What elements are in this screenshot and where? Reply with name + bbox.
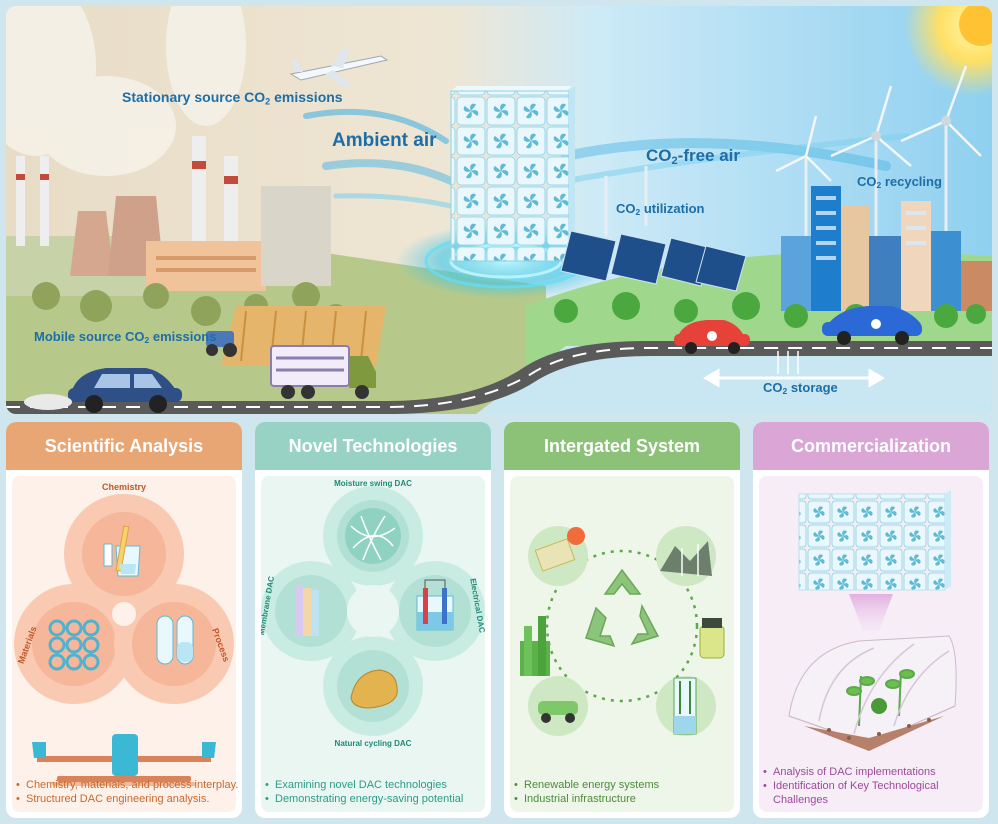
label-co2-recycling: CO2 recycling: [857, 174, 942, 191]
panel-title: Commercialization: [753, 422, 989, 470]
list-item: •Demonstrating energy-saving potential: [265, 793, 464, 805]
label-co2-free-air: CO2-free air: [646, 146, 741, 167]
panel-integrated-system: Intergated System: [504, 422, 740, 818]
list-item: •Chemistry, materials, and process inter…: [16, 779, 239, 791]
panel-body: [510, 476, 734, 812]
label-mobile-emissions: Mobile source CO2 emissions: [34, 329, 217, 346]
panel-novel-technologies: Novel Technologies Moisture swing DAC Me…: [255, 422, 491, 818]
novel-technologies-diagram: Moisture swing DAC Membrane DAC Electric…: [257, 479, 487, 748]
panel-commercialization: Commercialization: [753, 422, 989, 818]
panel-title: Intergated System: [504, 422, 740, 470]
list-item: •Examining novel DAC technologies: [265, 779, 447, 791]
scientific-analysis-diagram: Chemistry Materials Process: [14, 482, 234, 786]
label-co2-storage: CO2 storage: [763, 380, 838, 397]
diagram-label-natural-cycling: Natural cycling DAC: [335, 739, 412, 748]
integrated-system-diagram: [520, 526, 725, 736]
diagram-label-chemistry: Chemistry: [102, 482, 146, 492]
label-co2-utilization: CO2 utilization: [616, 201, 705, 218]
label-stationary-emissions: Stationary source CO2 emissions: [122, 89, 343, 107]
bullet-list: •Renewable energy systems •Industrial in…: [504, 778, 740, 806]
label-ambient-air: Ambient air: [332, 130, 437, 151]
list-item: •Renewable energy systems: [514, 779, 660, 791]
list-item: •Structured DAC engineering analysis.: [16, 793, 210, 805]
panel-scientific-analysis: Scientific Analysis: [6, 422, 242, 818]
diagram-label-moisture-swing: Moisture swing DAC: [334, 479, 412, 488]
commercialization-diagram: [788, 490, 957, 751]
bullet-list: •Analysis of DAC implementations •Identi…: [753, 765, 989, 807]
bullet-list: •Chemistry, materials, and process inter…: [6, 778, 242, 806]
list-item: •Analysis of DAC implementations: [763, 766, 936, 778]
panel-body: Moisture swing DAC Membrane DAC Electric…: [257, 476, 487, 812]
dac-scene: Stationary source CO2 emissions Ambient …: [6, 6, 992, 414]
panel-body: [759, 476, 983, 812]
list-item: •Identification of Key Technological Cha…: [763, 780, 939, 806]
panel-body: Chemistry Materials Process: [12, 476, 236, 812]
panel-title: Scientific Analysis: [6, 422, 242, 470]
scene-illustration: [6, 6, 992, 414]
list-item: •Industrial infrastructure: [514, 793, 636, 805]
panel-title: Novel Technologies: [255, 422, 491, 470]
bullet-list: •Examining novel DAC technologies •Demon…: [255, 778, 491, 806]
